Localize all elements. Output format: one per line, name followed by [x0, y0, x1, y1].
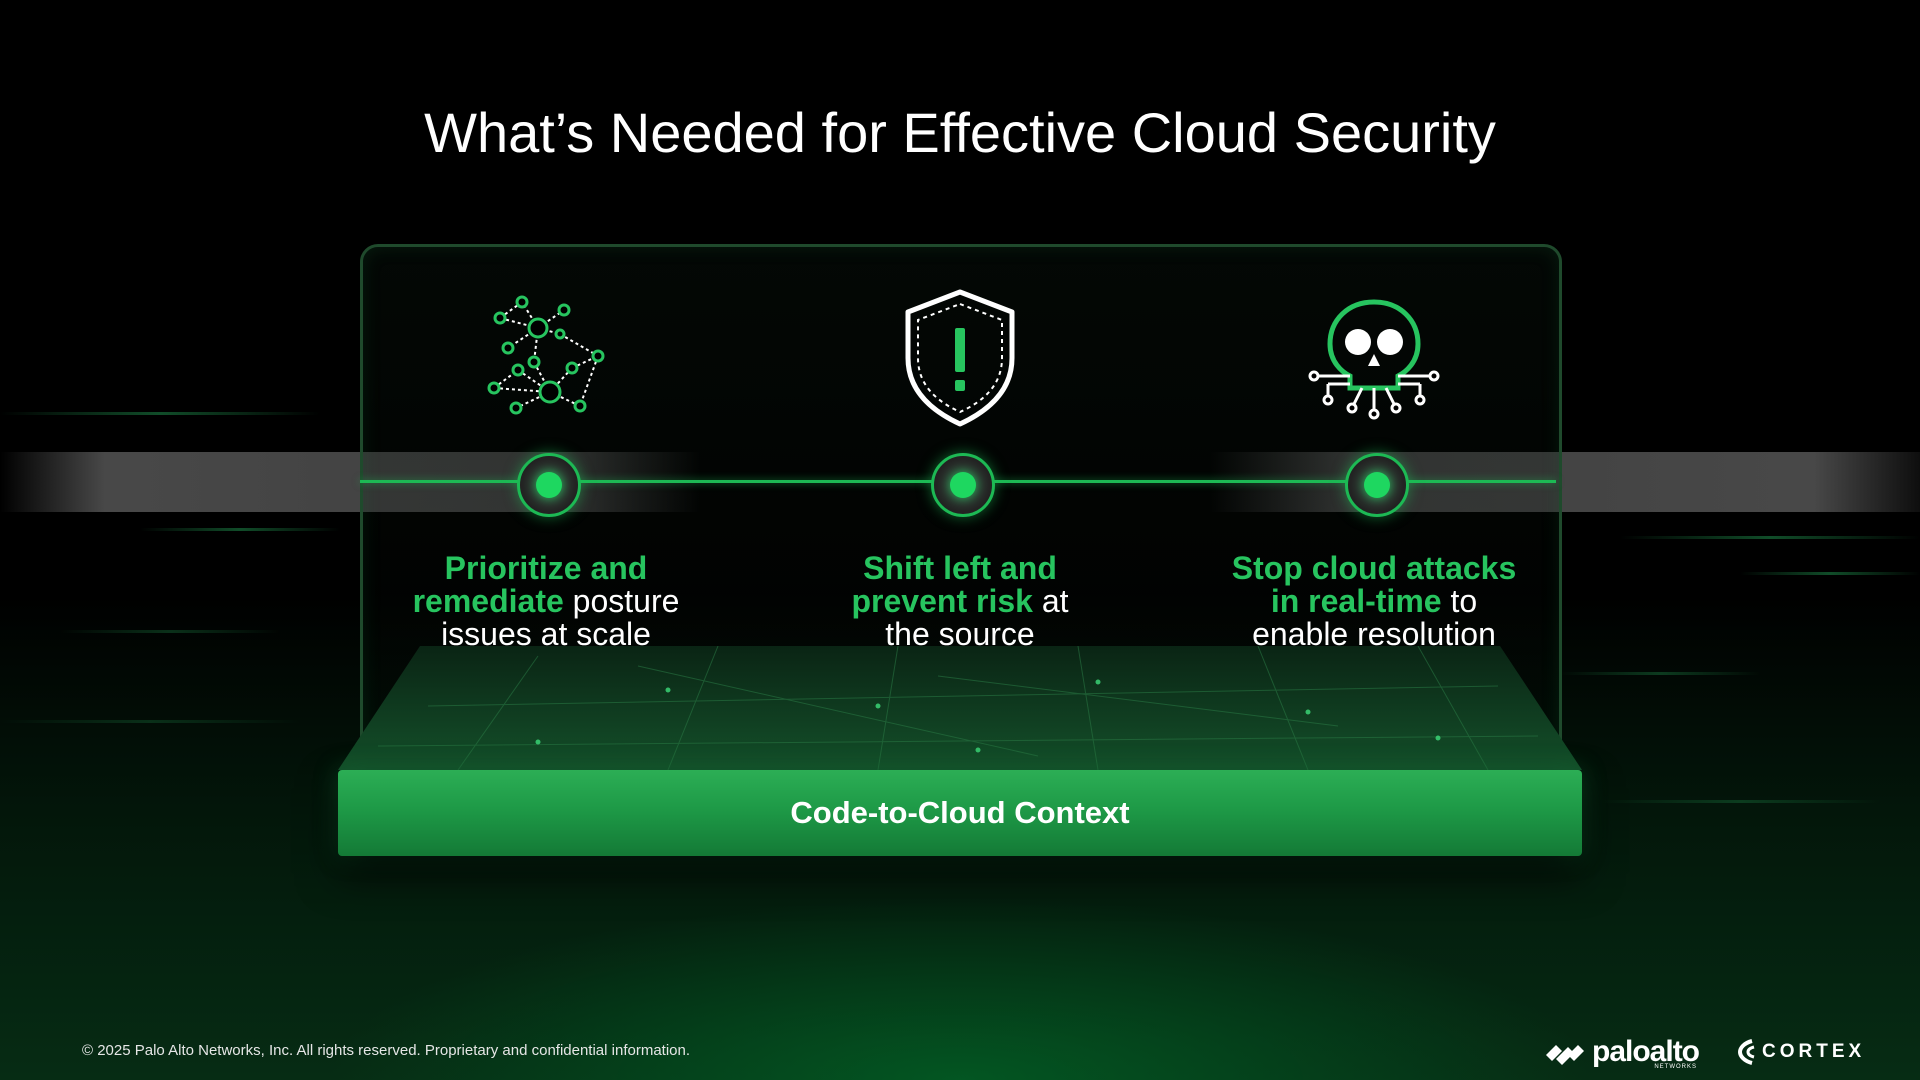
base-label: Code-to-Cloud Context	[790, 795, 1129, 831]
cortex-wordmark: CORTEX	[1762, 1041, 1865, 1063]
pillar-3-highlight-1: Stop cloud attacks	[1232, 550, 1517, 586]
shield-exclamation-icon	[890, 288, 1030, 428]
paloalto-mark-icon	[1546, 1037, 1586, 1067]
pillar-3-rest-inline: to	[1442, 583, 1478, 619]
pillar-3-rest-line: enable resolution	[1252, 616, 1496, 652]
pillar-1-rest-line: issues at scale	[441, 616, 651, 652]
pillar-2-text: Shift left and prevent risk at the sourc…	[780, 552, 1140, 651]
pillar-2-highlight-1: Shift left and	[863, 550, 1057, 586]
skull-circuit-icon	[1304, 288, 1444, 428]
pillar-2-rest-inline: at	[1033, 583, 1069, 619]
pillar-1-highlight-1: Prioritize and	[445, 550, 648, 586]
timeline-node-2	[931, 453, 995, 517]
pillar-3-text: Stop cloud attacks in real-time to enabl…	[1194, 552, 1554, 651]
bg-streak	[0, 720, 300, 723]
slide-title: What’s Needed for Effective Cloud Securi…	[0, 100, 1920, 165]
bg-streak	[1740, 572, 1920, 575]
timeline-node-3	[1345, 453, 1409, 517]
cortex-logo: CORTEX	[1738, 1036, 1865, 1068]
pillar-1-rest-inline: posture	[564, 583, 680, 619]
code-to-cloud-base: Code-to-Cloud Context	[338, 770, 1582, 856]
bg-streak	[1560, 672, 1760, 675]
pillar-3-highlight-2: in real-time	[1271, 583, 1442, 619]
platform-surface	[338, 646, 1582, 770]
network-graph-icon	[476, 288, 616, 428]
cortex-mark-icon	[1738, 1039, 1758, 1065]
bg-streak	[1600, 800, 1880, 803]
pillar-2-rest-line: the source	[885, 616, 1034, 652]
copyright-footer: © 2025 Palo Alto Networks, Inc. All righ…	[82, 1042, 690, 1059]
pillar-1-highlight-2: remediate	[413, 583, 564, 619]
bg-streak	[60, 630, 280, 633]
bg-streak	[1620, 536, 1920, 539]
pillar-2-highlight-2: prevent risk	[852, 583, 1033, 619]
timeline-node-1	[517, 453, 581, 517]
paloalto-networks-sub: NETWORKS	[1654, 1064, 1697, 1070]
bg-streak	[0, 412, 320, 415]
paloalto-logo: paloalto NETWORKS	[1546, 1032, 1699, 1072]
pillar-1-text: Prioritize and remediate posture issues …	[366, 552, 726, 651]
bg-streak	[140, 528, 340, 531]
